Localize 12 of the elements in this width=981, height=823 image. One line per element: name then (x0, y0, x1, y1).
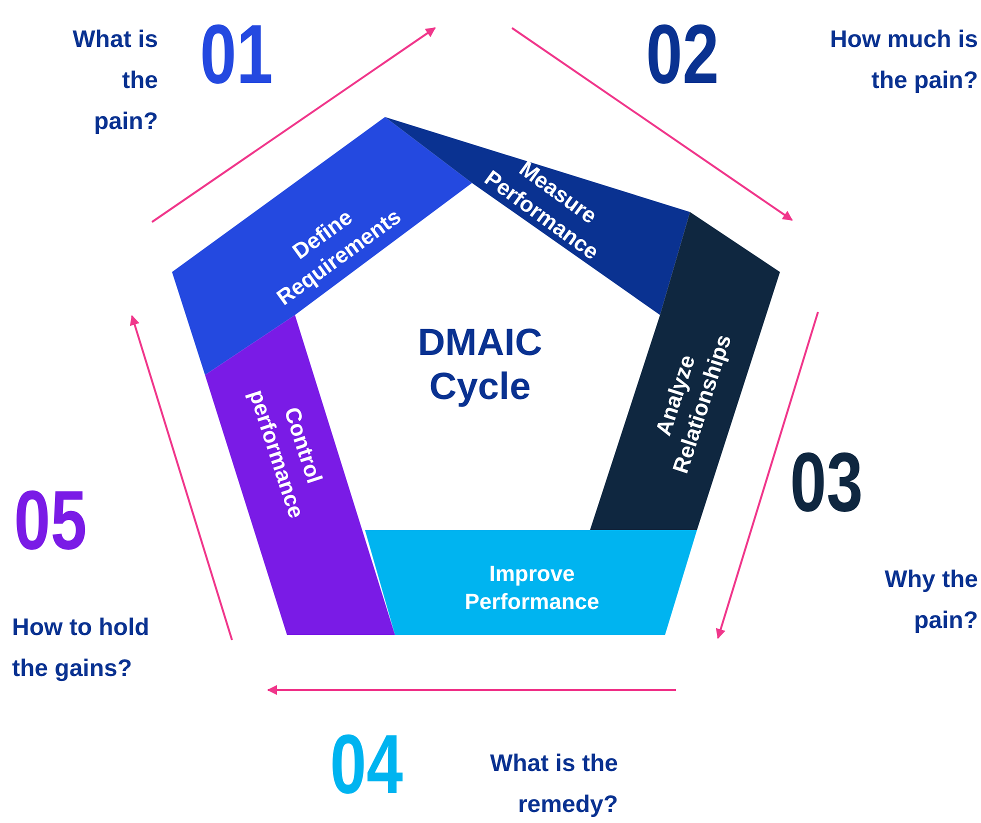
step-number: 01 (200, 12, 274, 96)
step-number: 05 (14, 478, 88, 562)
step-number: 03 (790, 440, 864, 524)
title: DMAIC Cycle (416, 322, 544, 410)
segment-label: Improve Performance (464, 560, 600, 615)
question-text: What is the pain? (72, 25, 158, 137)
question-text: How to hold the gains? (12, 613, 150, 684)
step-number: 04 (330, 722, 404, 806)
question-text: What is the remedy? (488, 749, 618, 820)
question-text: Why the pain? (884, 565, 978, 636)
step-number: 02 (646, 12, 720, 96)
question-text: How much is the pain? (828, 25, 978, 96)
